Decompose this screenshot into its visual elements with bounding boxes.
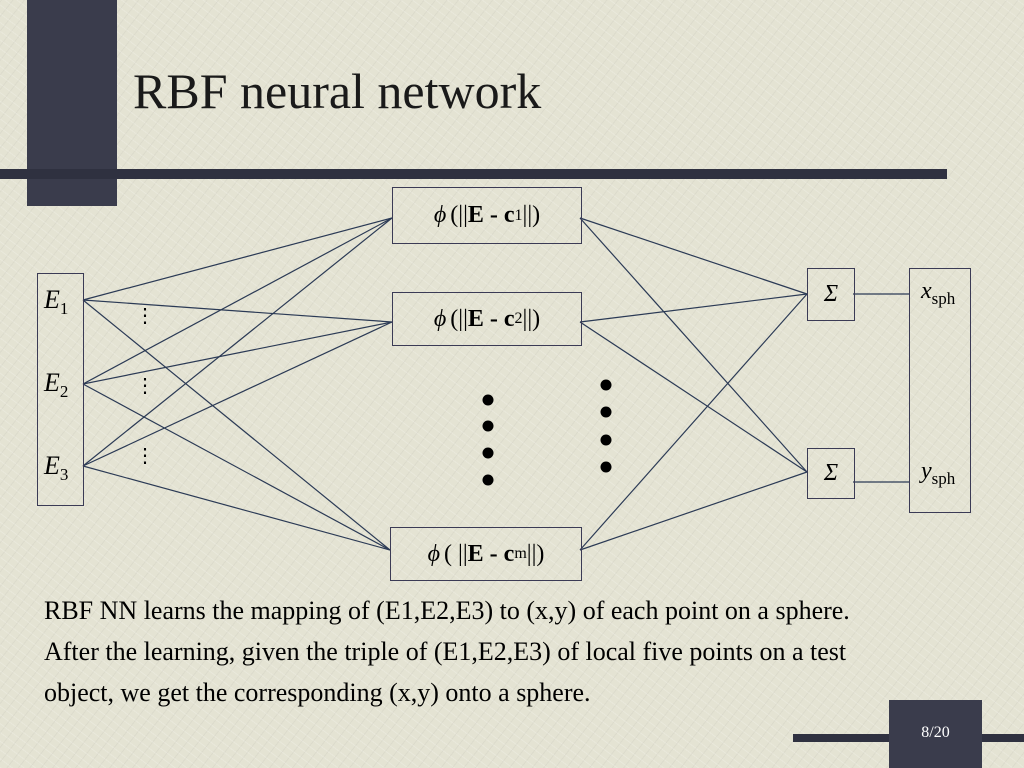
edge-rbf2-sum1 — [579, 293, 808, 323]
ellipsis-dot — [600, 406, 612, 418]
phi-symbol: ϕ — [433, 305, 447, 332]
phi-symbol: ϕ — [427, 540, 441, 567]
ellipsis-dot — [600, 434, 612, 446]
ellipsis-dot — [482, 420, 494, 432]
output-y-label: ysph — [921, 458, 956, 488]
edge-e2-rbfm — [82, 383, 391, 551]
edge-e1-rbf1 — [82, 217, 393, 301]
edge-e2-rbf2 — [82, 321, 393, 385]
edge-rbfm-sum2 — [579, 471, 808, 551]
footer-accent-block — [889, 700, 982, 768]
input-e2-label: E2 — [44, 368, 69, 402]
edge-e2-rbf1 — [82, 217, 393, 385]
summation-unit-1: Σ — [807, 268, 855, 321]
ellipsis-dot — [482, 394, 494, 406]
edge-e3-rbfm — [82, 465, 391, 551]
ellipsis-dot — [482, 474, 494, 486]
ellipsis-dot — [600, 461, 612, 473]
input-vertical-dots: ⋮ — [135, 445, 155, 467]
output-x-label: xsph — [921, 278, 956, 308]
input-layer-box — [37, 273, 84, 506]
footer-rule — [793, 734, 889, 742]
edge-e3-rbf1 — [82, 217, 393, 467]
summation-unit-2: Σ — [807, 448, 855, 499]
footer-rule — [982, 734, 1024, 742]
output-layer-box — [909, 268, 971, 513]
input-e3-label: E3 — [44, 451, 69, 485]
title-underline-rule — [0, 169, 947, 179]
edge-rbf1-sum2 — [579, 217, 808, 473]
input-e1-label: E1 — [44, 285, 69, 319]
edge-e3-rbf2 — [82, 321, 393, 467]
edge-rbfm-sum1 — [579, 293, 808, 551]
input-vertical-dots: ⋮ — [135, 305, 155, 327]
slide-title: RBF neural network — [133, 63, 542, 119]
edge-e1-rbf2 — [82, 299, 393, 323]
input-vertical-dots: ⋮ — [135, 375, 155, 397]
edge-e1-rbfm — [82, 299, 391, 551]
ellipsis-dot — [482, 447, 494, 459]
edge-rbf2-sum2 — [579, 321, 808, 473]
page-number: 8/20 — [921, 724, 950, 741]
phi-symbol: ϕ — [433, 202, 447, 228]
edge-rbf1-sum1 — [579, 217, 808, 295]
description-paragraph: RBF NN learns the mapping of (E1,E2,E3) … — [44, 596, 850, 707]
ellipsis-dot — [600, 379, 612, 391]
